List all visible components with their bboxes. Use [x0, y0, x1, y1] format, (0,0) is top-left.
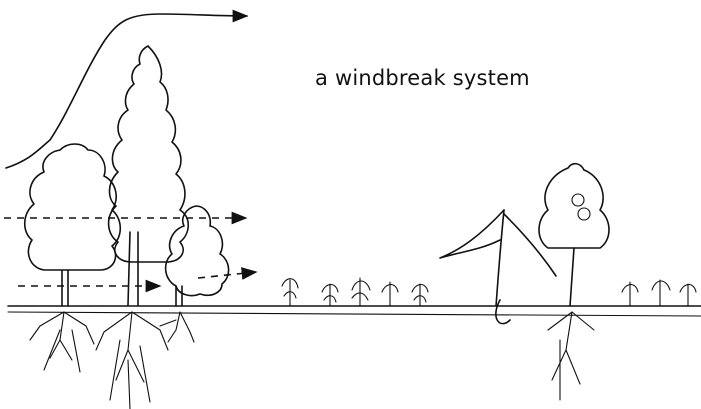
tall-tree [107, 45, 190, 306]
diagram-caption: a windbreak system [315, 66, 530, 90]
deflected-wind-arrow [5, 9, 249, 169]
fruit-tree [538, 162, 610, 401]
left-tree [23, 143, 122, 307]
banana-plant [439, 209, 557, 325]
wind-arrow-lower [197, 267, 258, 280]
small-tree [164, 205, 230, 307]
tree-roots [29, 311, 195, 409]
small-crops [281, 277, 697, 307]
